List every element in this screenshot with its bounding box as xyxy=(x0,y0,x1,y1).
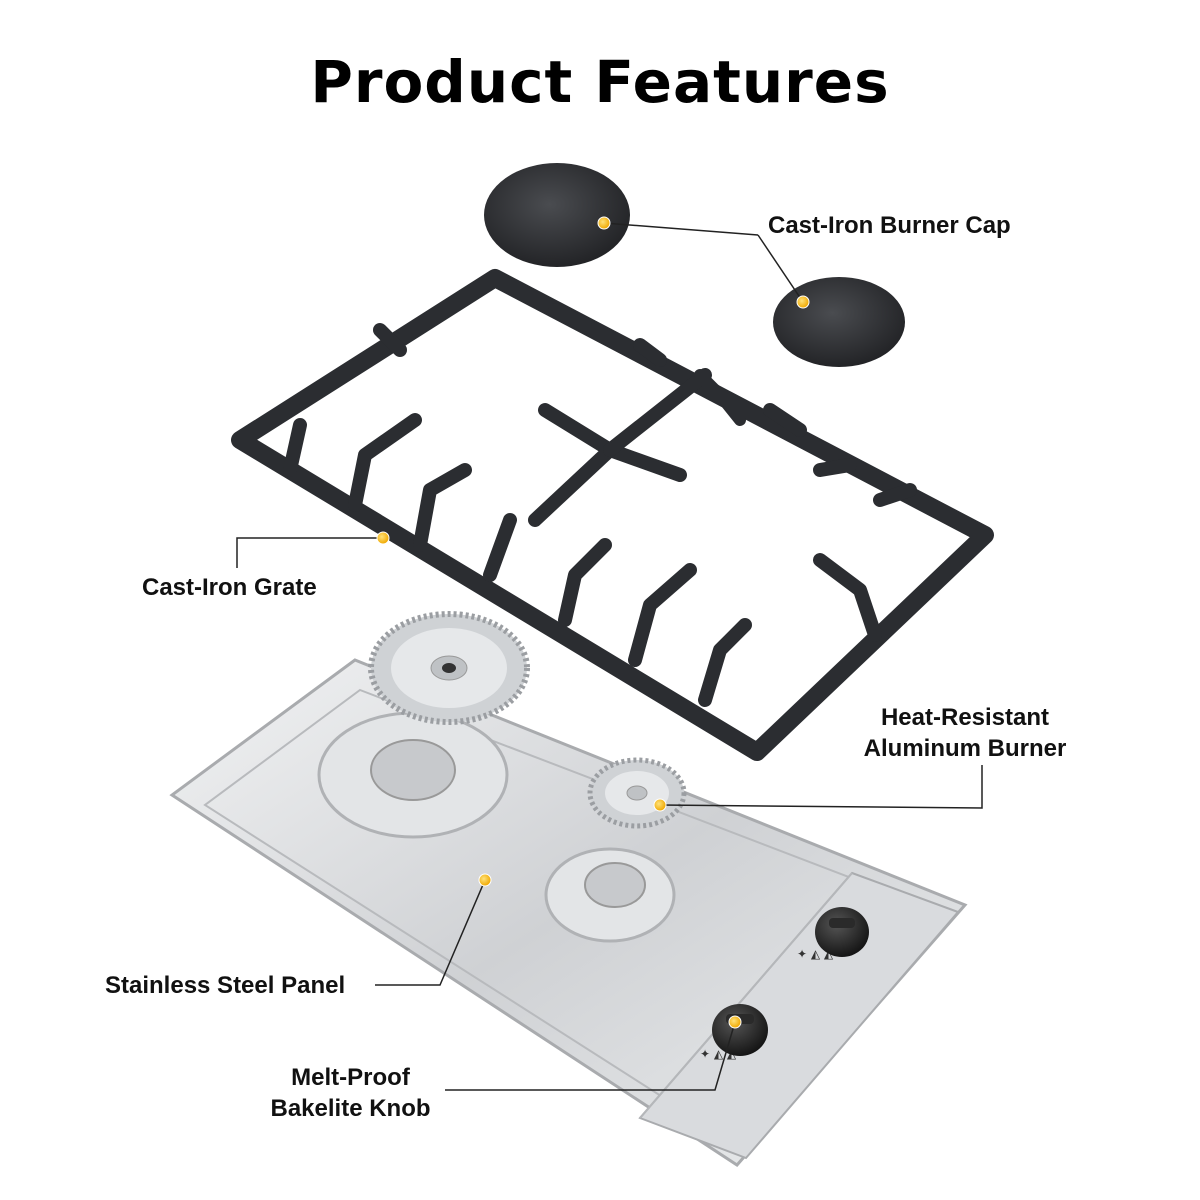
label-knob-line2: Bakelite Knob xyxy=(270,1095,431,1122)
label-burner-line2: Aluminum Burner xyxy=(863,735,1067,762)
label-grate: Cast-Iron Grate xyxy=(142,574,317,601)
label-panel: Stainless Steel Panel xyxy=(105,972,346,999)
page-title: Product Features xyxy=(310,48,890,116)
label-burner-line1: Heat-Resistant xyxy=(880,704,1050,731)
leader-lines xyxy=(236,222,983,1091)
panel-icon: ✦ ◭ ◭ ✦ ◭ ◭ xyxy=(169,658,968,1167)
label-burner: Heat-Resistant Aluminum Burner xyxy=(840,702,1090,764)
label-knob-line1: Melt-Proof xyxy=(291,1064,410,1091)
grate-icon xyxy=(231,269,994,761)
burner-cap-icon xyxy=(484,163,905,367)
marker-dot-icon xyxy=(376,216,810,1029)
burner-icon xyxy=(368,611,687,829)
label-burner-cap: Cast-Iron Burner Cap xyxy=(768,212,1011,239)
label-knob: Melt-Proof Bakelite Knob xyxy=(248,1062,453,1124)
